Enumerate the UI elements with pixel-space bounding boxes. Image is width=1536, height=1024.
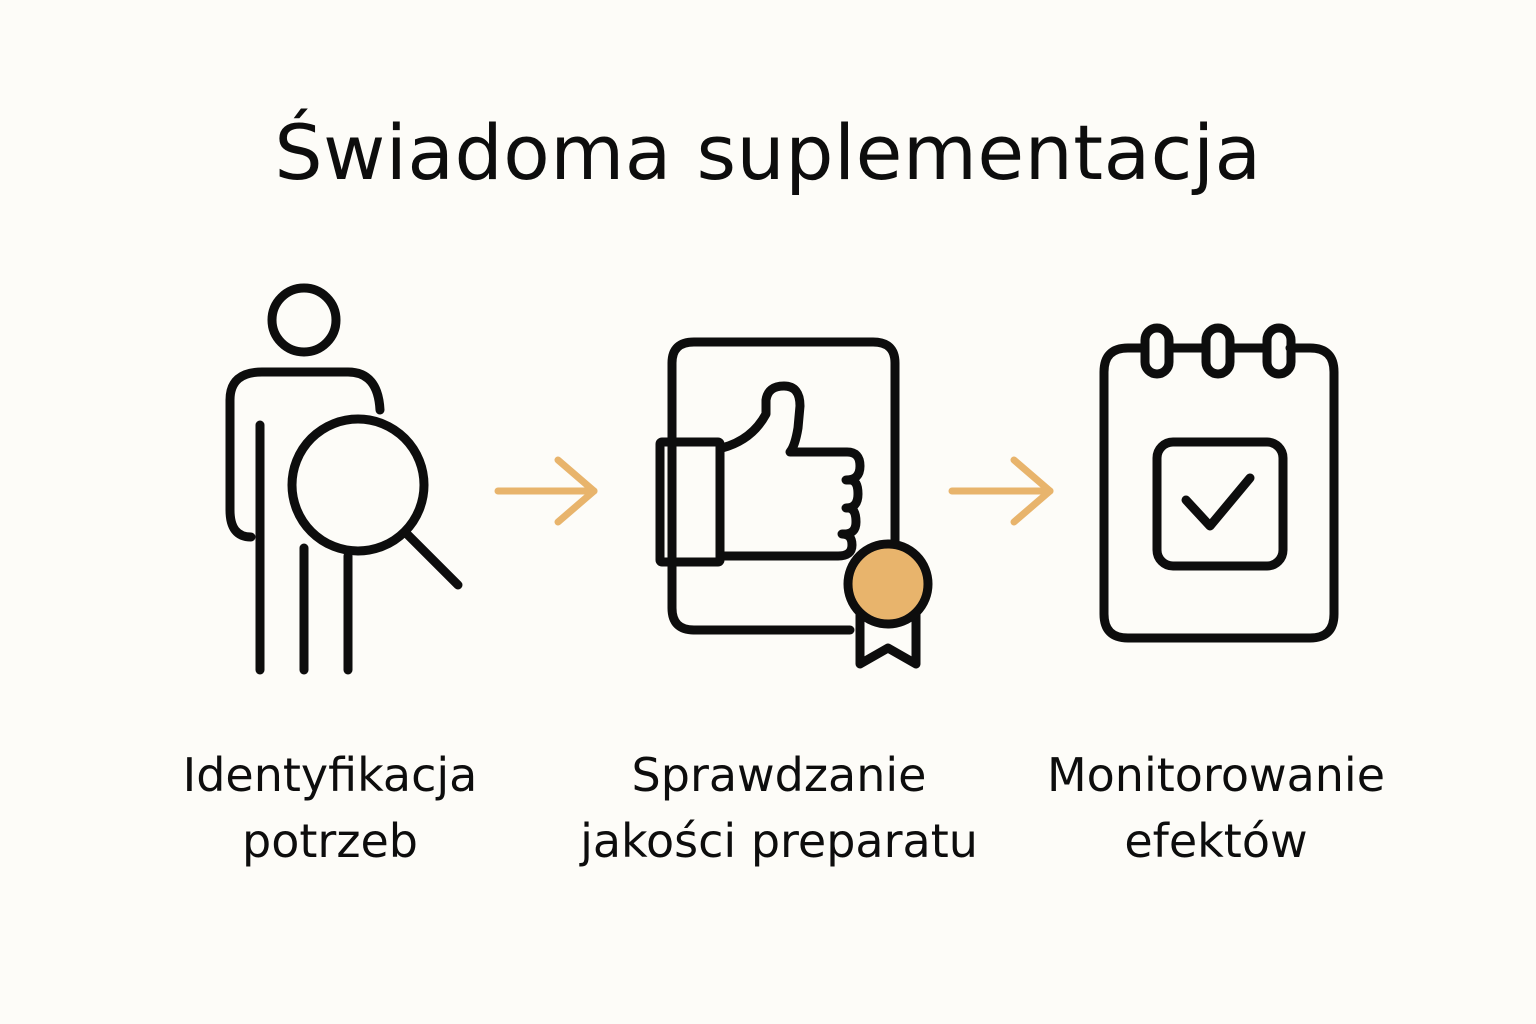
step-label-identification: Identyfikacja potrzeb <box>100 742 560 874</box>
step-label-line: potrzeb <box>242 814 418 868</box>
diagram-title: Świadoma suplementacja <box>274 108 1262 197</box>
thumbs-up-certificate-icon <box>655 337 933 669</box>
step-label-line: Identyfikacja <box>182 748 478 802</box>
step-label-line: efektów <box>1124 814 1308 868</box>
step-label-monitoring: Monitorowanie efektów <box>986 742 1446 874</box>
arrow-right-icon <box>494 456 598 526</box>
step-label-line: Sprawdzanie <box>631 748 927 802</box>
arrow-right-icon <box>948 456 1054 526</box>
step-label-line: jakości preparatu <box>580 814 978 868</box>
step-label-quality-check: Sprawdzanie jakości preparatu <box>549 742 1009 874</box>
person-magnifier-icon <box>225 283 463 675</box>
calendar-check-icon <box>1099 323 1339 643</box>
step-label-line: Monitorowanie <box>1046 748 1386 802</box>
